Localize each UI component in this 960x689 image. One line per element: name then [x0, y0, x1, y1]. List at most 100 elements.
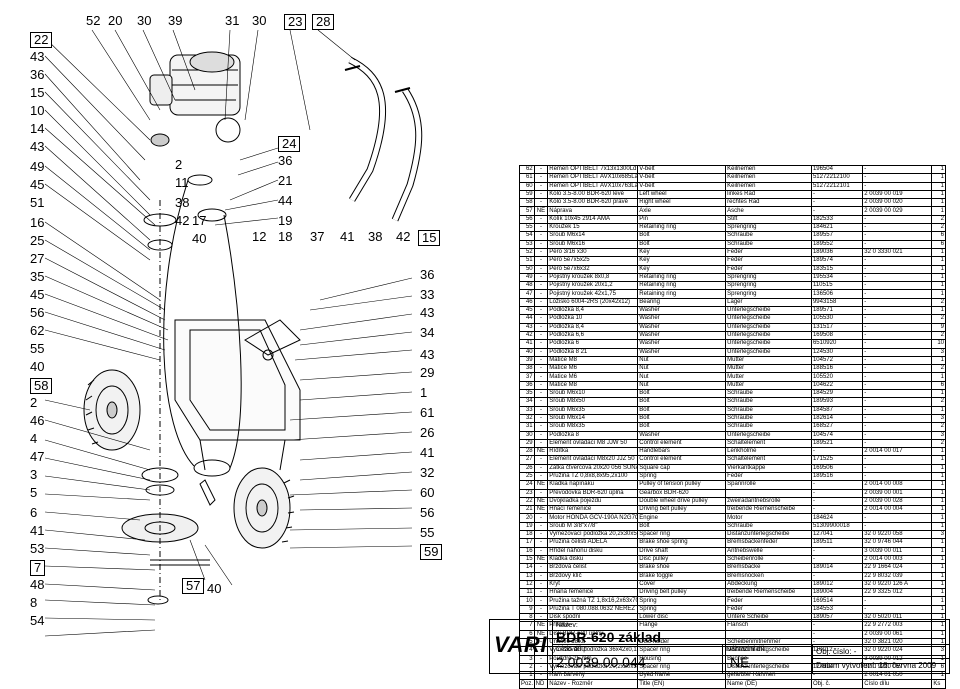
- parts-list-table: 62-Řemen OPTIBELT 7x13x1300Ld sTaKV-belt…: [519, 164, 946, 689]
- table-cell: 1: [931, 538, 946, 548]
- table-cell: -: [533, 538, 549, 548]
- table-cell: Schraube: [725, 521, 812, 532]
- table-cell: 46: [519, 297, 535, 308]
- callout-number: 45: [30, 177, 45, 192]
- table-cell: 45: [519, 306, 535, 316]
- callout-number: 41: [340, 229, 355, 244]
- table-cell: -: [533, 430, 549, 440]
- table-cell: 2: [931, 422, 946, 432]
- table-cell: -: [862, 405, 933, 415]
- callout-number: 36: [30, 67, 45, 82]
- table-cell: 189552: [810, 239, 864, 249]
- table-cell: Bearing: [637, 297, 727, 308]
- callout-number: 61: [420, 405, 435, 420]
- table-cell: Podložka 10: [547, 314, 639, 324]
- table-header-cell: Ks: [931, 679, 946, 689]
- table-cell: Bolt: [637, 239, 727, 249]
- table-cell: Hnaná řemenice: [547, 588, 639, 598]
- table-cell: 40: [519, 347, 535, 357]
- table-row: 62-Řemen OPTIBELT 7x13x1300Ld sTaKV-belt…: [519, 164, 946, 175]
- table-cell: 1: [931, 189, 946, 200]
- table-cell: 55: [519, 223, 535, 233]
- table-cell: -: [862, 297, 933, 308]
- table-cell: 59: [519, 189, 535, 200]
- table-header-cell: ND: [533, 679, 549, 689]
- table-header-cell: Title (EN): [637, 679, 727, 689]
- table-cell: 22 9 3325 012: [862, 588, 933, 598]
- table-cell: Mutter: [725, 372, 812, 382]
- callout-number: 3: [30, 467, 38, 482]
- table-cell: 1: [931, 596, 946, 606]
- table-header-cell: Název - Rozměr: [547, 679, 639, 689]
- table-cell: 47: [519, 289, 535, 299]
- callout-number: 27: [30, 251, 45, 266]
- table-cell: 2: [931, 314, 946, 324]
- table-cell: Řemen OPTIBELT AVX10x763La: [547, 181, 639, 191]
- table-cell: -: [862, 413, 933, 424]
- table-cell: 105530: [810, 314, 864, 324]
- table-cell: 184624: [810, 513, 864, 523]
- callout-number: 1: [420, 385, 428, 400]
- table-cell: 11: [519, 588, 535, 598]
- table-cell: Bolt: [637, 413, 727, 424]
- callout-number: 21: [278, 173, 293, 188]
- table-cell: -: [533, 413, 549, 424]
- callout-number: 30: [137, 13, 152, 28]
- callout-number: 56: [420, 505, 435, 520]
- table-cell: 1: [931, 513, 946, 523]
- spare-part-label: Náhradní díl:: [726, 646, 767, 653]
- table-cell: Distanzunterlegscheibe: [725, 530, 812, 540]
- table-cell: Asche: [725, 206, 812, 216]
- table-cell: Kolík 10x45 2914 AMA: [547, 214, 639, 225]
- table-cell: -: [862, 281, 933, 291]
- table-cell: Retaining ring: [637, 281, 727, 291]
- table-cell: 104574: [810, 430, 864, 440]
- callout-number: 31: [225, 13, 240, 28]
- table-cell: Abdeckung: [725, 579, 812, 590]
- creation-date: Datum vytvoření: 18. června 2009: [816, 661, 937, 670]
- table-cell: 184529: [810, 388, 864, 399]
- table-cell: -: [862, 397, 933, 407]
- table-cell: 51309900018: [810, 521, 864, 532]
- table-cell: Dvojkladka pojezdu: [547, 496, 639, 507]
- table-cell: -: [533, 330, 549, 341]
- table-cell: Washer: [637, 339, 727, 349]
- table-cell: -: [862, 463, 933, 474]
- table-cell: zweiradantriebsrolle: [725, 496, 812, 507]
- table-cell: 32: [519, 413, 535, 424]
- callout-number: 42: [175, 213, 190, 228]
- table-cell: -: [533, 189, 549, 200]
- table-cell: Podložka 8: [547, 430, 639, 440]
- table-cell: Mutter: [725, 364, 812, 374]
- cutting-disc-drawing: [121, 200, 199, 605]
- table-cell: -: [533, 322, 549, 332]
- table-cell: 56: [519, 214, 535, 225]
- table-cell: 17: [519, 538, 535, 548]
- exploded-parts-drawing: [44, 29, 423, 637]
- table-cell: 1: [931, 521, 946, 532]
- table-cell: V-belt: [637, 173, 727, 183]
- table-cell: 124530: [810, 347, 864, 357]
- table-cell: 1: [931, 455, 946, 465]
- table-cell: -: [533, 264, 549, 274]
- table-cell: -: [862, 272, 933, 283]
- callout-number: 46: [30, 413, 45, 428]
- callout-number: 4: [30, 431, 38, 446]
- axle-drawing: [150, 559, 210, 566]
- table-cell: 32 0 3330 021: [862, 247, 933, 258]
- table-cell: 43: [519, 322, 535, 332]
- table-cell: -: [533, 372, 549, 382]
- table-cell: Brzdový klíč: [547, 571, 639, 581]
- table-cell: Keilriemen: [725, 164, 812, 175]
- table-cell: Ložisko 6004-2RS (20x42x12): [547, 297, 639, 308]
- table-cell: Keilriemen: [725, 181, 812, 191]
- table-cell: -: [533, 247, 549, 258]
- table-cell: 15: [519, 554, 535, 565]
